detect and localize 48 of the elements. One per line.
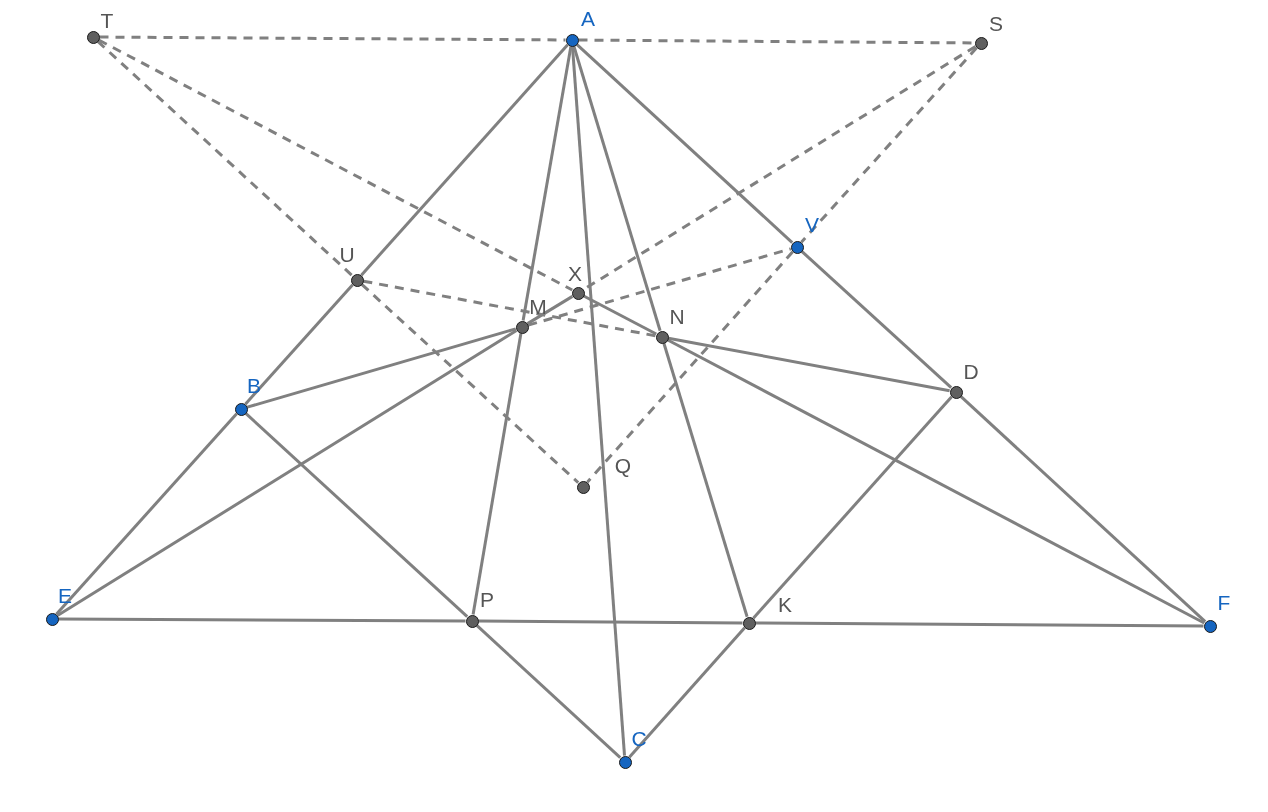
dashed-segment	[99, 35, 566, 42]
line-segment	[628, 626, 746, 759]
point-label: N	[668, 305, 686, 329]
dashed-segment	[98, 38, 573, 292]
point-label: C	[630, 727, 648, 751]
line-segment	[583, 294, 657, 336]
dashed-segment	[586, 250, 794, 484]
line-segment	[475, 624, 622, 759]
line-segment	[478, 619, 743, 625]
point-label: M	[528, 295, 548, 319]
point-label: E	[57, 584, 73, 608]
point-label: F	[1216, 591, 1232, 615]
point-label: T	[99, 9, 115, 33]
dashed-segment	[527, 247, 792, 327]
line-segment	[571, 46, 626, 756]
point-label: U	[338, 243, 356, 267]
point-label: P	[479, 588, 495, 612]
point-label: Q	[613, 454, 633, 478]
point-label: A	[580, 7, 596, 31]
line-segment	[56, 329, 518, 617]
dashed-segment	[363, 279, 656, 338]
point-label: S	[988, 12, 1004, 36]
line-segment	[662, 342, 749, 618]
line-segment	[55, 412, 238, 616]
line-segment	[755, 621, 1204, 628]
line-segment	[800, 250, 953, 389]
line-segment	[526, 295, 574, 325]
point-label: V	[804, 213, 820, 237]
point-label: X	[567, 262, 583, 286]
point-label: K	[777, 593, 793, 617]
line-segment	[667, 338, 1205, 625]
line-segment	[668, 336, 950, 393]
line-segment	[244, 412, 469, 618]
line-segment	[360, 43, 569, 277]
point-label: B	[246, 374, 262, 398]
line-segment	[246, 327, 517, 409]
line-segment	[572, 45, 662, 332]
dashed-segment	[360, 283, 580, 484]
line-segment	[244, 283, 354, 406]
dashed-segment	[800, 46, 978, 244]
line-segment	[471, 333, 523, 615]
line-segment	[58, 617, 466, 623]
dashed-segment	[96, 40, 354, 277]
line-segment	[521, 46, 573, 321]
line-segment	[575, 43, 794, 244]
point-label: D	[962, 360, 980, 384]
line-segment	[959, 395, 1207, 623]
line-segment	[752, 395, 953, 620]
